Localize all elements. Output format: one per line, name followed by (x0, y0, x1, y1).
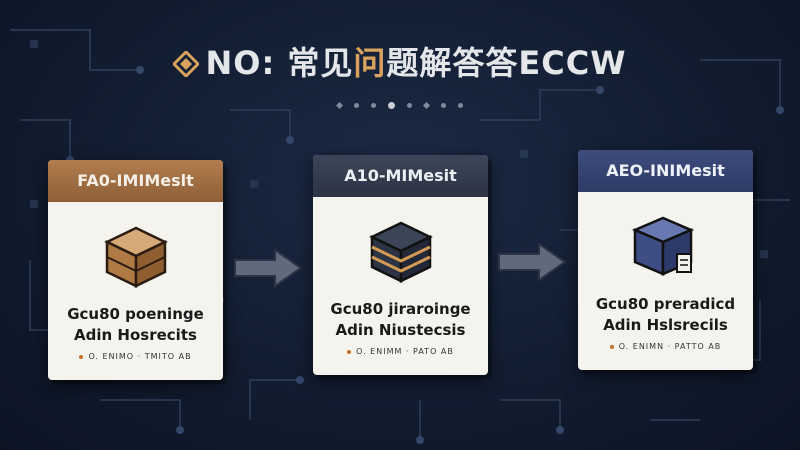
card-line-1: Gcu80 preradicd (595, 295, 736, 313)
card-meta: O. ENIMN · PATTO AB (578, 342, 753, 351)
stacked-cube-icon (103, 226, 168, 288)
card-line-1: Gcu80 jiraroinge (330, 300, 471, 318)
layered-box-icon (368, 221, 433, 283)
title-highlight: 问 (353, 44, 387, 82)
page-title: NO: 常见问题解答答ECCW (0, 38, 800, 84)
card-header: FA0-IMIMeslt (48, 160, 223, 202)
card-line-2: Adin Hosrecits (74, 326, 197, 344)
title-prefix: NO: 常见 (205, 44, 354, 82)
arrow-right-icon (498, 242, 567, 282)
dot-separator (0, 95, 800, 114)
card-header: AEO-INIMesit (578, 150, 753, 192)
card-line-1: Gcu80 poeninge (67, 305, 204, 323)
title-suffix: 题解答答ECCW (386, 44, 627, 82)
step-card-1[interactable]: FA0-IMIMeslt Gcu80 poeninge Adin Hosreci… (48, 160, 223, 380)
diamond-logo-icon (173, 51, 200, 77)
step-card-2[interactable]: A10-MIMesit Gcu80 jiraroinge Adin Niuste… (313, 155, 488, 375)
card-header: A10-MIMesit (313, 155, 488, 197)
arrow-right-icon (234, 248, 303, 288)
card-meta: O. ENIMO · TMITO AB (48, 352, 223, 361)
step-card-3[interactable]: AEO-INIMesit Gcu80 preradicd Adin Hslsre… (578, 150, 753, 370)
cube-document-icon (631, 216, 694, 276)
card-meta: O. ENIMM · PATO AB (313, 347, 488, 356)
card-line-2: Adin Niustecsis (335, 321, 466, 339)
card-line-2: Adin Hslsrecils (603, 316, 728, 334)
